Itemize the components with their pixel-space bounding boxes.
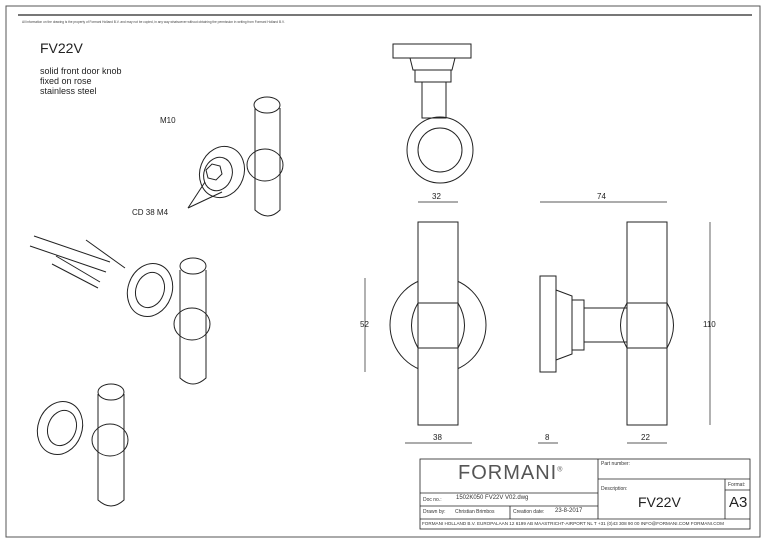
description-line: solid front door knob — [40, 66, 122, 76]
company-footer: FORMANI HOLLAND B.V. EUROPALAAN 12 6199 … — [422, 521, 724, 526]
isometric-view-top — [187, 96, 284, 217]
doc-no-value: 1502K050 FV22V V02.dwg — [456, 495, 529, 501]
product-code: FV22V — [40, 40, 83, 56]
description-label: Description: — [601, 486, 628, 492]
sheet-frame — [5, 5, 761, 538]
creation-date-label: Creation date: — [513, 509, 545, 515]
top-view — [392, 43, 474, 184]
doc-no-label: Doc no.: — [423, 497, 442, 503]
creation-date-value: 23-8-2017 — [555, 508, 583, 514]
drawn-by-label: Drawn by: — [423, 509, 446, 515]
thread-callout: M10 — [160, 116, 176, 125]
front-view — [389, 221, 487, 426]
drawn-by-value: Christian Brimbos — [455, 509, 495, 515]
part-number-label: Part number: — [601, 461, 630, 467]
side-view — [539, 221, 674, 426]
formani-logo: FORMANI® — [458, 462, 564, 484]
dim-32: 32 — [432, 192, 441, 201]
dim-110: 110 — [703, 320, 716, 329]
fixing-callout: CD 38 M4 — [132, 208, 169, 217]
dim-38: 38 — [433, 433, 442, 442]
dim-74: 74 — [597, 192, 606, 201]
isometric-view-assembled — [36, 383, 129, 507]
dim-52: 52 — [360, 320, 369, 329]
disclaimer: All information on the drawing is the pr… — [22, 20, 285, 24]
description-value: FV22V — [638, 494, 681, 510]
isometric-view-exploded — [29, 235, 211, 385]
format-label: Format: — [728, 482, 746, 488]
format-value: A3 — [729, 494, 748, 511]
dim-8: 8 — [545, 433, 550, 442]
title-block-lines — [419, 458, 751, 530]
description-line: fixed on rose — [40, 76, 92, 86]
dim-22: 22 — [641, 433, 650, 442]
description-line: stainless steel — [40, 86, 97, 96]
dimension-lines — [364, 201, 711, 444]
